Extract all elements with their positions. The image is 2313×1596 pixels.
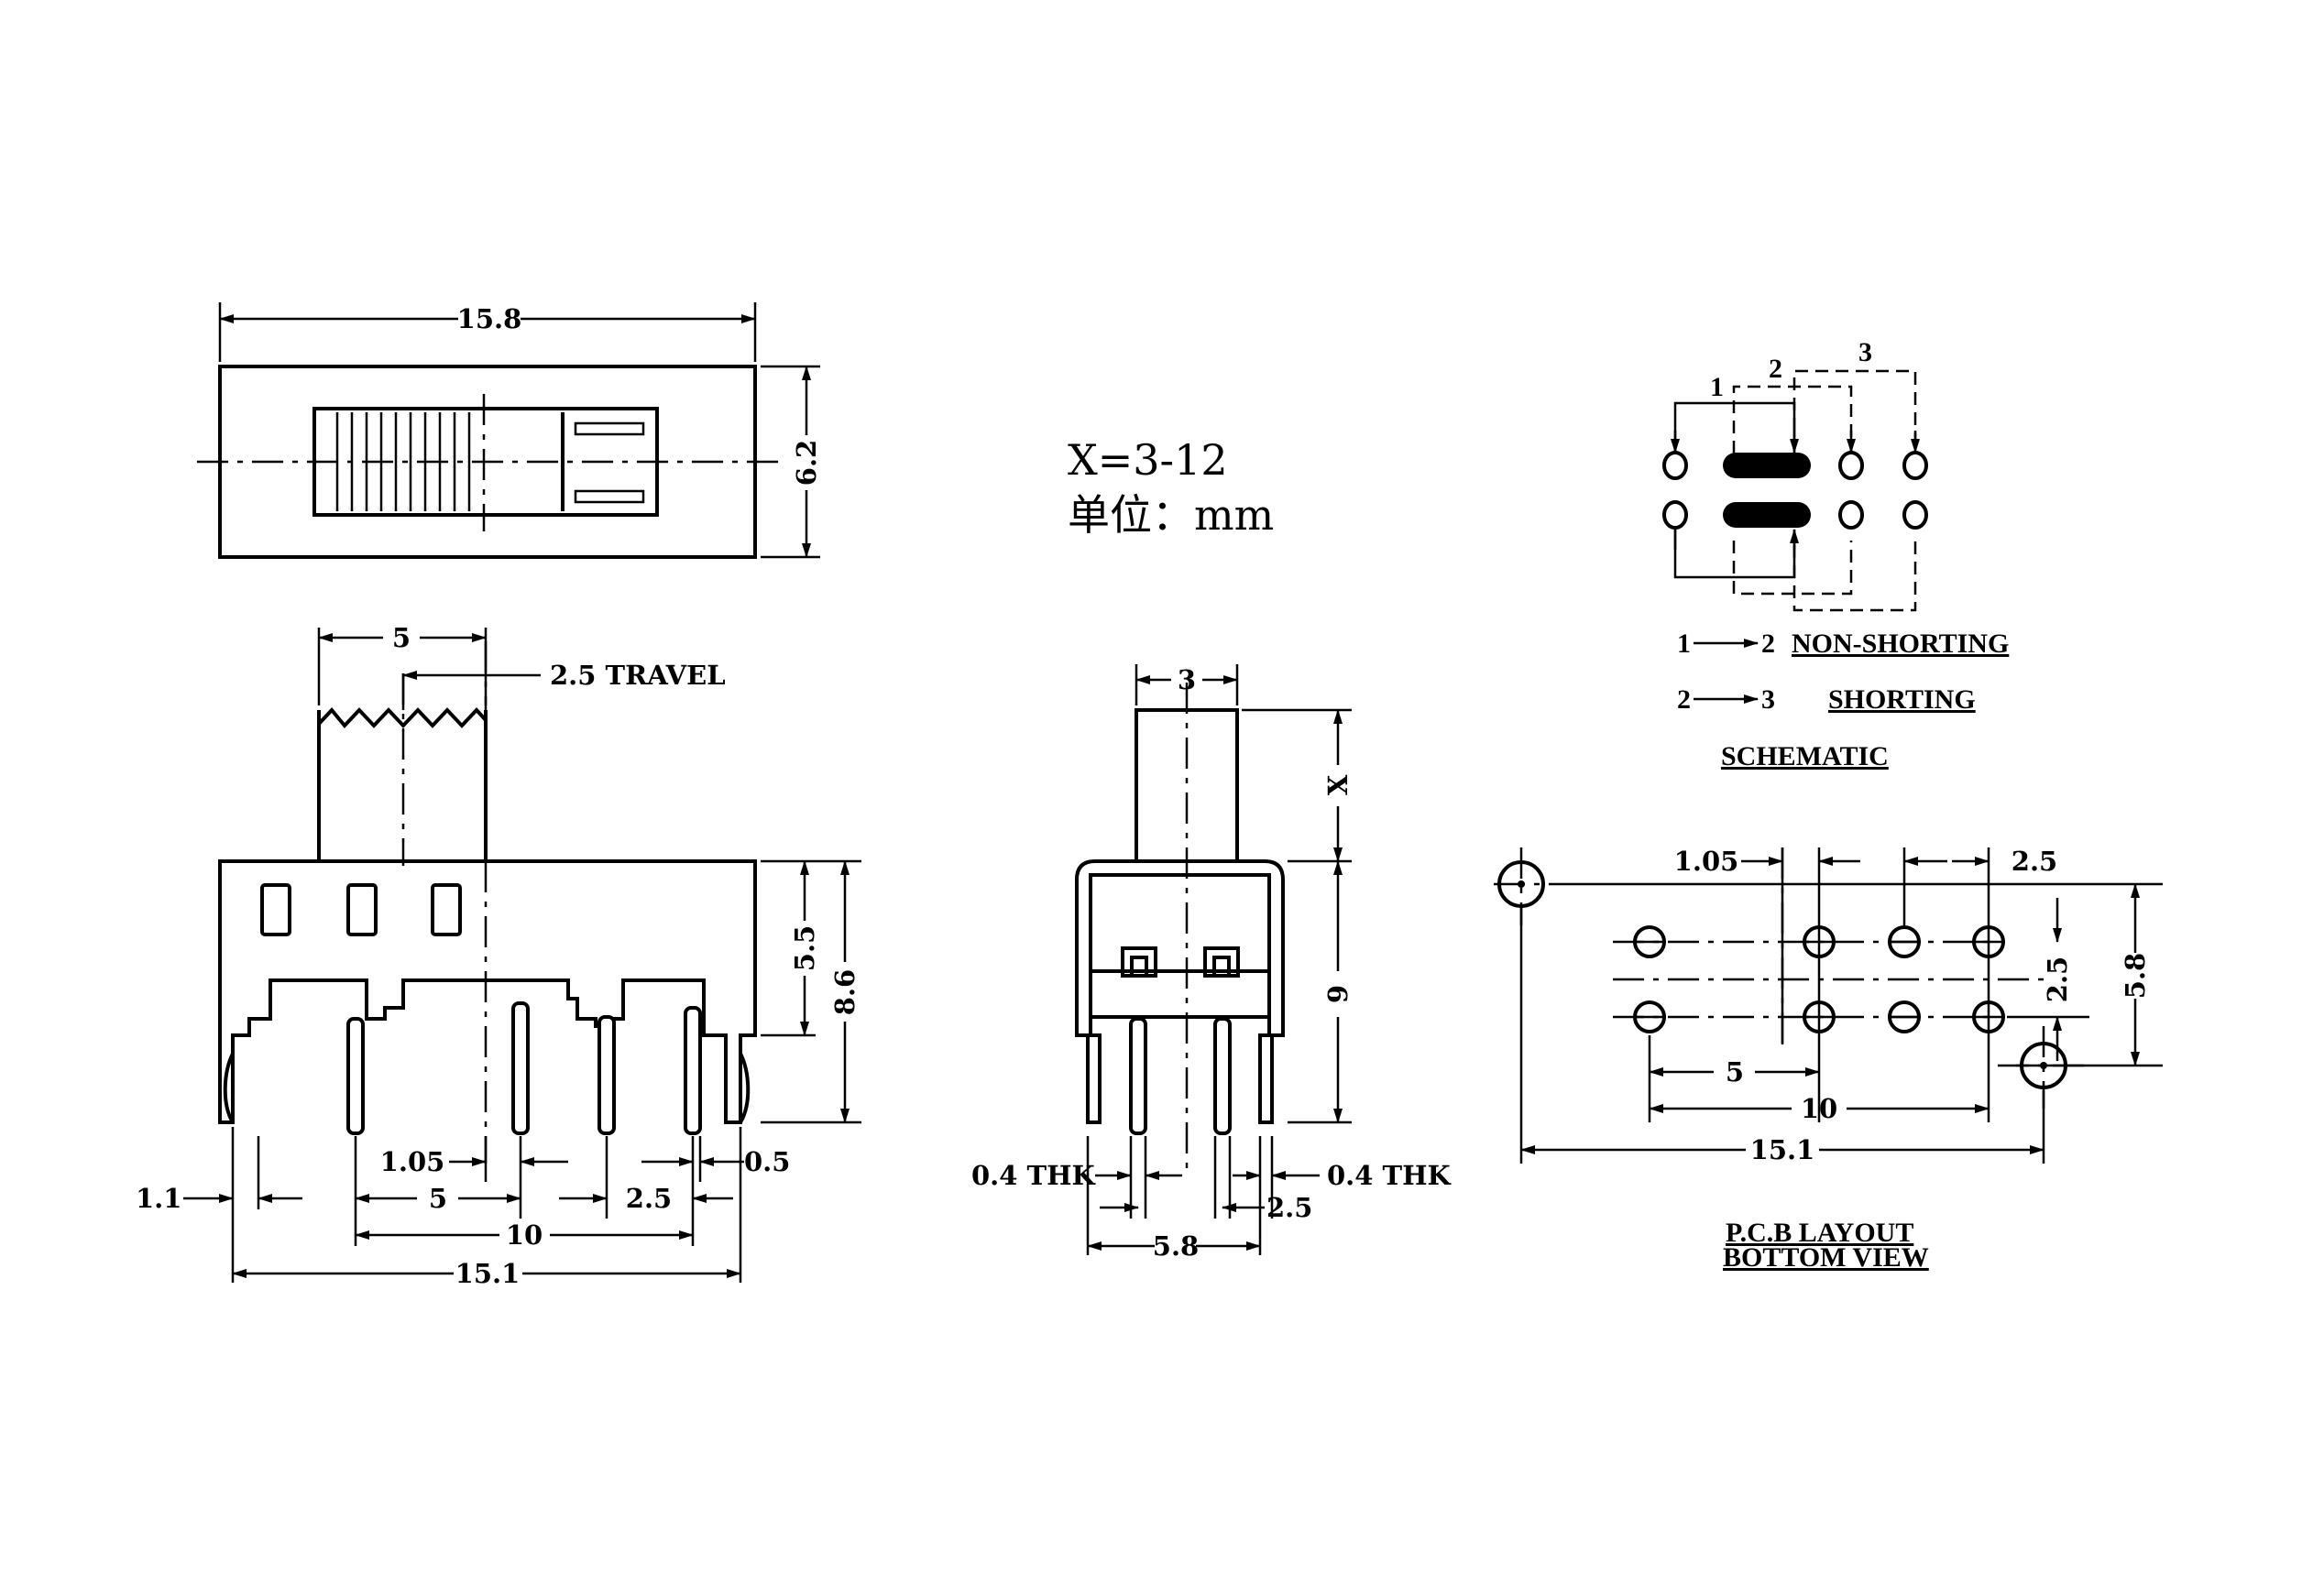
dim-pin-width: 1.05 <box>380 1146 445 1177</box>
contact-bar-top <box>1723 453 1811 478</box>
dim-pitch-5: 5 <box>429 1183 447 1214</box>
svg-text:2: 2 <box>1761 629 1775 659</box>
side-base <box>1089 969 1271 1019</box>
schematic-title: SCHEMATIC <box>1721 741 1889 771</box>
pcb-dim-1-05: 1.05 <box>1674 846 1739 877</box>
side-pin-2 <box>1213 1017 1232 1135</box>
dim-travel: 2.5 TRAVEL <box>550 660 726 691</box>
dim-side-lever: 3 <box>1178 664 1196 695</box>
dim-top-length: 15.8 <box>457 303 522 334</box>
unit-label: 单位：mm <box>1068 490 1274 540</box>
pcb-mount-hole-left <box>1497 860 1545 908</box>
dim-side-x: X <box>1322 774 1354 795</box>
x-range: X=3-12 <box>1068 435 1228 485</box>
dim-side-9: 9 <box>1322 985 1354 1003</box>
pcb-dim-5: 5 <box>1726 1056 1744 1088</box>
pcb-dim-row-2-5: 2.5 <box>2042 957 2073 1002</box>
pcb-dim-10: 10 <box>1801 1093 1837 1124</box>
dim-span-10: 10 <box>506 1219 543 1251</box>
knob-ribs <box>335 412 565 511</box>
side-frame <box>1075 859 1285 1124</box>
dim-thk-left: 0.4 THK <box>971 1160 1097 1191</box>
dim-top-height: 6.2 <box>791 440 822 486</box>
slider-knob <box>312 407 659 517</box>
window-2 <box>346 883 378 936</box>
side-view: 3 X 9 0.4 THK 0.4 THK 2.5 5.8 <box>971 664 1452 1262</box>
schematic-pos-1: 1 <box>1710 372 1724 402</box>
shorting-label: SHORTING <box>1828 684 1976 715</box>
top-view: 15.8 6.2 <box>197 302 822 559</box>
pin-1 <box>346 1017 365 1135</box>
schematic: 1 2 3 1 2 NON-SHORTING 2 3 SHORTI <box>1662 337 2009 771</box>
lever-break <box>317 706 488 729</box>
window-1 <box>260 883 291 936</box>
pin-2 <box>511 1001 530 1135</box>
schematic-pos-2: 2 <box>1769 354 1782 384</box>
pcb-dim-2-5: 2.5 <box>2012 846 2057 877</box>
svg-text:2: 2 <box>1677 684 1691 715</box>
dim-span-15-1: 15.1 <box>455 1258 521 1289</box>
dim-pin-0-5: 0.5 <box>744 1146 790 1177</box>
dim-thk-right: 0.4 THK <box>1327 1160 1452 1191</box>
schematic-pos-3: 3 <box>1858 337 1872 367</box>
dim-pitch-2-5: 2.5 <box>626 1183 672 1214</box>
svg-text:3: 3 <box>1761 684 1775 715</box>
svg-text:1: 1 <box>1677 629 1691 659</box>
non-shorting-label: NON-SHORTING <box>1792 629 2009 659</box>
dim-body-height: 5.5 <box>789 925 820 971</box>
pcb-dim-5-8: 5.8 <box>2120 953 2151 999</box>
side-lever <box>1135 708 1239 863</box>
front-view: 5 2.5 TRAVEL 5.5 8.6 1.1 1.05 <box>136 622 861 1289</box>
pcb-layout: 1.05 2.5 2.5 5.8 5 10 15.1 P.C.B LAYOUT … <box>1494 846 2163 1273</box>
pcb-title-line2: BOTTOM VIEW <box>1723 1242 1929 1273</box>
pin-4 <box>684 1006 702 1135</box>
window-3 <box>431 883 462 936</box>
dim-side-5-8: 5.8 <box>1153 1230 1199 1262</box>
dim-total-height: 8.6 <box>829 969 861 1015</box>
pcb-dim-15-1: 15.1 <box>1750 1134 1815 1165</box>
pcb-title-line1: P.C.B LAYOUT <box>1726 1218 1913 1248</box>
side-pin-1 <box>1129 1017 1147 1135</box>
dim-lever-width: 5 <box>392 622 411 653</box>
dim-pin-left-offset: 1.1 <box>136 1183 181 1214</box>
contact-bar-bottom <box>1723 502 1811 528</box>
pin-3 <box>597 1015 616 1135</box>
spec-block: X=3-12 单位：mm <box>1068 435 1274 540</box>
dim-side-2-5: 2.5 <box>1266 1192 1312 1223</box>
switch-body <box>218 859 757 1124</box>
